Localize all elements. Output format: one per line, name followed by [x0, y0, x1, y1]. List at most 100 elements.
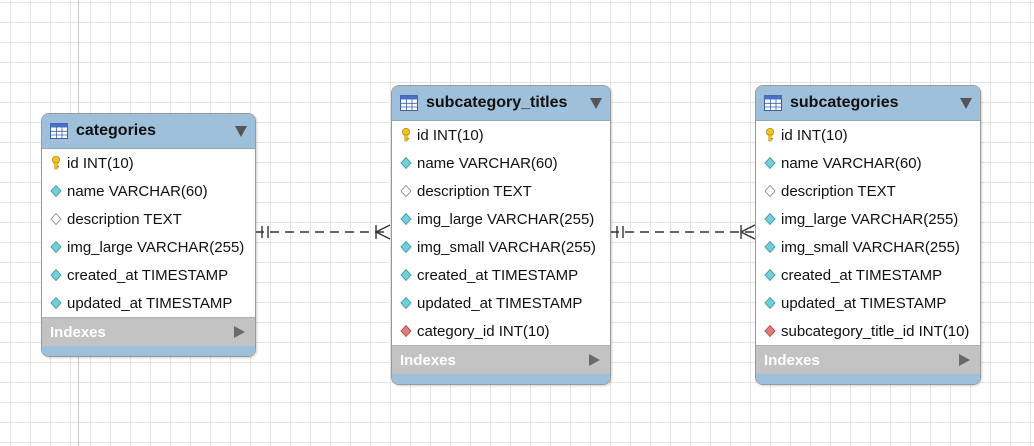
nullable-column-icon — [764, 184, 776, 198]
column-label: created_at TIMESTAMP — [67, 266, 229, 284]
not-null-column-icon — [400, 212, 412, 226]
table-header[interactable]: subcategories — [756, 86, 980, 121]
table-name: subcategory_titles — [426, 94, 568, 111]
column-row[interactable]: img_large VARCHAR(255) — [42, 233, 255, 261]
not-null-column-icon — [400, 240, 412, 254]
expand-arrow-icon[interactable] — [589, 354, 600, 366]
column-row[interactable]: description TEXT — [392, 177, 610, 205]
crows-foot-upper — [740, 224, 756, 233]
nullable-column-icon — [400, 184, 412, 198]
column-label: name VARCHAR(60) — [67, 182, 208, 200]
not-null-column-icon — [50, 296, 62, 310]
column-label: description TEXT — [781, 182, 896, 200]
column-row[interactable]: subcategory_title_id INT(10) — [756, 317, 980, 345]
foreign-key-icon — [400, 324, 412, 338]
column-row[interactable]: name VARCHAR(60) — [392, 149, 610, 177]
table-footer — [42, 346, 255, 356]
table-categories[interactable]: categories id INT(10) name VARCHAR(60) desc… — [41, 113, 256, 357]
not-null-column-icon — [764, 212, 776, 226]
table-icon — [50, 123, 68, 139]
not-null-column-icon — [50, 184, 62, 198]
column-row[interactable]: updated_at TIMESTAMP — [392, 289, 610, 317]
not-null-column-icon — [764, 296, 776, 310]
column-label: created_at TIMESTAMP — [417, 266, 579, 284]
expand-arrow-icon[interactable] — [234, 326, 245, 338]
column-row[interactable]: id INT(10) — [42, 149, 255, 177]
column-row[interactable]: img_large VARCHAR(255) — [392, 205, 610, 233]
column-label: category_id INT(10) — [417, 322, 550, 340]
not-null-column-icon — [50, 268, 62, 282]
primary-key-icon — [766, 128, 774, 142]
column-label: img_large VARCHAR(255) — [67, 238, 245, 256]
column-label: updated_at TIMESTAMP — [781, 294, 947, 312]
column-label: description TEXT — [67, 210, 182, 228]
column-label: img_large VARCHAR(255) — [417, 210, 595, 228]
not-null-column-icon — [764, 156, 776, 170]
column-label: subcategory_title_id INT(10) — [781, 322, 970, 340]
indexes-section[interactable]: Indexes — [392, 345, 610, 374]
relationship-subcategory-titles-subcategories[interactable] — [610, 224, 756, 240]
collapse-arrow-icon[interactable] — [960, 97, 972, 109]
primary-key-icon — [402, 128, 410, 142]
primary-key-icon — [52, 156, 60, 170]
column-row[interactable]: img_large VARCHAR(255) — [756, 205, 980, 233]
crows-foot-lower — [375, 231, 391, 240]
column-label: name VARCHAR(60) — [781, 154, 922, 172]
column-row[interactable]: updated_at TIMESTAMP — [756, 289, 980, 317]
column-row[interactable]: id INT(10) — [392, 121, 610, 149]
indexes-label: Indexes — [764, 351, 820, 369]
column-row[interactable]: img_small VARCHAR(255) — [756, 233, 980, 261]
column-row[interactable]: name VARCHAR(60) — [42, 177, 255, 205]
column-label: id INT(10) — [417, 126, 484, 144]
not-null-column-icon — [50, 240, 62, 254]
nullable-column-icon — [50, 212, 62, 226]
table-icon — [400, 95, 418, 111]
column-row[interactable]: img_small VARCHAR(255) — [392, 233, 610, 261]
indexes-label: Indexes — [50, 323, 106, 341]
table-subcategories[interactable]: subcategories id INT(10) name VARCHAR(60) d… — [755, 85, 981, 385]
column-label: created_at TIMESTAMP — [781, 266, 943, 284]
column-row[interactable]: description TEXT — [42, 205, 255, 233]
column-label: name VARCHAR(60) — [417, 154, 558, 172]
column-label: img_small VARCHAR(255) — [781, 238, 960, 256]
not-null-column-icon — [764, 240, 776, 254]
not-null-column-icon — [400, 296, 412, 310]
crows-foot-lower — [740, 231, 756, 240]
table-icon — [764, 95, 782, 111]
table-name: categories — [76, 122, 157, 139]
not-null-column-icon — [764, 268, 776, 282]
column-label: updated_at TIMESTAMP — [67, 294, 233, 312]
column-label: img_small VARCHAR(255) — [417, 238, 596, 256]
column-row[interactable]: description TEXT — [756, 177, 980, 205]
column-label: id INT(10) — [67, 154, 134, 172]
column-row[interactable]: created_at TIMESTAMP — [42, 261, 255, 289]
column-label: img_large VARCHAR(255) — [781, 210, 959, 228]
relationship-categories-subcategory-titles[interactable] — [255, 224, 391, 240]
expand-arrow-icon[interactable] — [959, 354, 970, 366]
column-row[interactable]: id INT(10) — [756, 121, 980, 149]
column-row[interactable]: created_at TIMESTAMP — [756, 261, 980, 289]
column-row[interactable]: updated_at TIMESTAMP — [42, 289, 255, 317]
column-label: updated_at TIMESTAMP — [417, 294, 583, 312]
column-row[interactable]: created_at TIMESTAMP — [392, 261, 610, 289]
column-row[interactable]: category_id INT(10) — [392, 317, 610, 345]
table-footer — [756, 374, 980, 384]
crows-foot-upper — [375, 224, 391, 233]
column-label: id INT(10) — [781, 126, 848, 144]
indexes-section[interactable]: Indexes — [756, 345, 980, 374]
table-name: subcategories — [790, 94, 899, 111]
collapse-arrow-icon[interactable] — [590, 97, 602, 109]
column-label: description TEXT — [417, 182, 532, 200]
not-null-column-icon — [400, 268, 412, 282]
not-null-column-icon — [400, 156, 412, 170]
table-header[interactable]: subcategory_titles — [392, 86, 610, 121]
table-footer — [392, 374, 610, 384]
foreign-key-icon — [764, 324, 776, 338]
column-row[interactable]: name VARCHAR(60) — [756, 149, 980, 177]
indexes-label: Indexes — [400, 351, 456, 369]
table-header[interactable]: categories — [42, 114, 255, 149]
indexes-section[interactable]: Indexes — [42, 317, 255, 346]
collapse-arrow-icon[interactable] — [235, 125, 247, 137]
